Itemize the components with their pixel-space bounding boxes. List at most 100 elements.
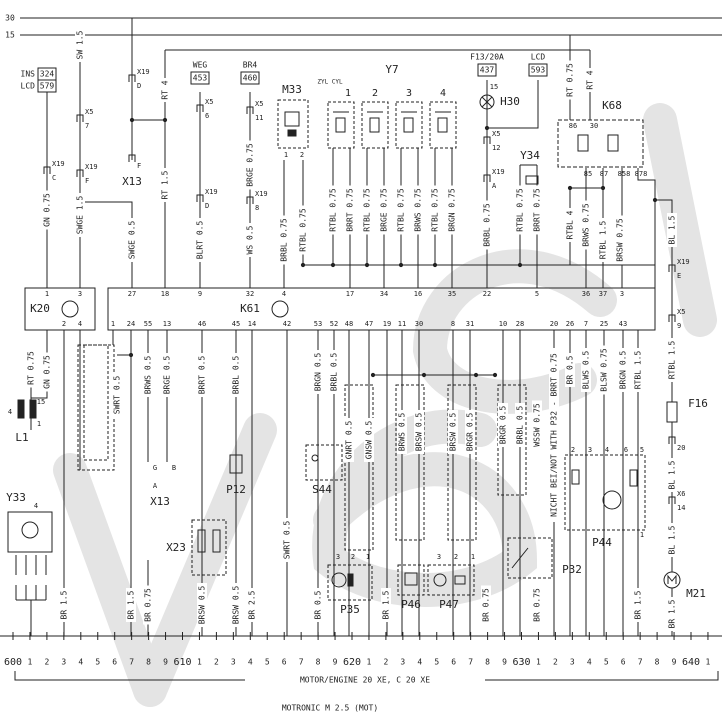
injector-coil-icon: [403, 117, 414, 133]
junction-dot: [330, 262, 336, 268]
k61-pin: 37: [599, 290, 607, 298]
wire-label: BL 1.5: [668, 215, 677, 244]
label-gap: [413, 185, 423, 235]
ruler-number: 9: [333, 658, 338, 667]
component-s44: S44: [312, 483, 332, 496]
connector-pin: F: [137, 162, 141, 170]
wire-label: BRGE 0.75: [380, 188, 389, 232]
terminal-number: 579: [40, 82, 55, 91]
component-s44-box: [305, 444, 343, 481]
junction-dot: [162, 117, 168, 123]
label-gap: [231, 353, 241, 397]
label-gap: [381, 588, 391, 622]
ruler-number: 7: [129, 658, 134, 667]
wire: [487, 80, 539, 129]
label-gap: [75, 193, 85, 237]
k61-pin: 16: [414, 290, 422, 298]
junction-dot: [600, 185, 606, 191]
label-gap: [279, 215, 289, 265]
wire-label: BRGE 0.5: [163, 356, 172, 395]
k68-pin: 85: [584, 170, 592, 178]
p32-sensor: [511, 547, 529, 569]
ruler-number: 8: [146, 658, 151, 667]
k61-pin: 35: [448, 290, 456, 298]
pin-label: 4: [605, 446, 609, 454]
k68-pin: 86: [569, 122, 577, 130]
pin-label: 1: [366, 553, 370, 561]
k61-pin: 45: [232, 320, 240, 328]
system-title: MOTRONIC M 2.5 (MOT): [282, 704, 378, 713]
connector-8: [483, 136, 491, 144]
ruler-number: 4: [248, 658, 253, 667]
k61-pin: 42: [283, 320, 291, 328]
k68-relay-coil: [577, 134, 589, 152]
label-gap: [633, 588, 643, 622]
k20-pin: 1: [45, 290, 49, 298]
label-gap: [112, 373, 122, 417]
wire-label: BR 1.5: [634, 590, 643, 619]
connector-0: [43, 166, 51, 174]
junction-dot: [517, 262, 523, 268]
k61-pin: 52: [330, 320, 338, 328]
label-gap: [160, 78, 170, 102]
component-y33: Y33: [6, 491, 26, 504]
ruler-number: 6: [451, 658, 456, 667]
shield: [77, 344, 115, 471]
label-gap: [231, 583, 241, 627]
shield: [447, 384, 477, 541]
component-p35: P35: [340, 603, 360, 616]
label-gap: [599, 345, 609, 395]
connector-3: [128, 74, 136, 82]
label-gap: [282, 518, 292, 562]
terminal-number: 324: [40, 70, 55, 79]
component-p46: P46: [401, 598, 421, 611]
m33-valve-icon: [284, 111, 300, 127]
label-gap: [197, 353, 207, 397]
ruler-number: 3: [61, 658, 66, 667]
junction-dot: [421, 372, 427, 378]
label-gap: [42, 190, 52, 230]
wire-label: RTBL 0.75: [431, 188, 440, 232]
pin-label: 6: [624, 446, 628, 454]
terminal-number: 437: [480, 66, 495, 75]
terminal-prefix: LCD: [531, 53, 546, 62]
shield: [83, 344, 109, 461]
wire-label: BLSW 0.75: [600, 348, 609, 392]
wire-label: BRRT 0.75: [533, 188, 542, 232]
x23-resistor: [197, 529, 206, 553]
component-x23: X23: [166, 541, 186, 554]
connector-name: X5: [492, 130, 500, 138]
injector-coil-icon: [437, 117, 448, 133]
wire-label: SWGE 0.5: [128, 221, 137, 260]
wire-label: BL 1.5: [668, 525, 677, 554]
pin-label: A: [153, 482, 158, 490]
ruler-number: 2: [553, 658, 558, 667]
p12-sensor-icon: [229, 454, 243, 474]
ruler-number: 5: [434, 658, 439, 667]
wire-label: BRWS 0.75: [414, 188, 423, 232]
component-k20-box: [24, 287, 96, 331]
ruler-number: 630: [512, 657, 530, 668]
wire-label: GN 0.75: [43, 355, 52, 389]
wire-label: BRGE 0.75: [246, 143, 255, 187]
connector-name: X19: [137, 68, 150, 76]
wire-label: BR 0.5: [314, 590, 323, 619]
motor-m-glyph: [667, 574, 677, 584]
k68-pin: 878: [635, 170, 648, 178]
wire-label: RT 1.5: [161, 170, 170, 199]
connector-4: [196, 104, 204, 112]
p46-knock-sensor: [404, 572, 418, 586]
lamp-x: [481, 96, 493, 108]
wire-label: RTBL 0.75: [516, 188, 525, 232]
junction-dot: [398, 262, 404, 268]
k61-pin: 8: [451, 320, 455, 328]
wire-label: WSSW 0.75: [533, 403, 542, 447]
wire-label: SWRT 0.5: [283, 521, 292, 560]
ruler-number: 610: [173, 657, 191, 668]
label-gap: [345, 185, 355, 235]
watermark-stroke: [643, 103, 717, 337]
cylinder-number: 4: [440, 88, 446, 99]
connector-pin: F: [85, 177, 89, 185]
wire-label: GNRT 0.5: [345, 421, 354, 460]
ruler-number: 9: [502, 658, 507, 667]
